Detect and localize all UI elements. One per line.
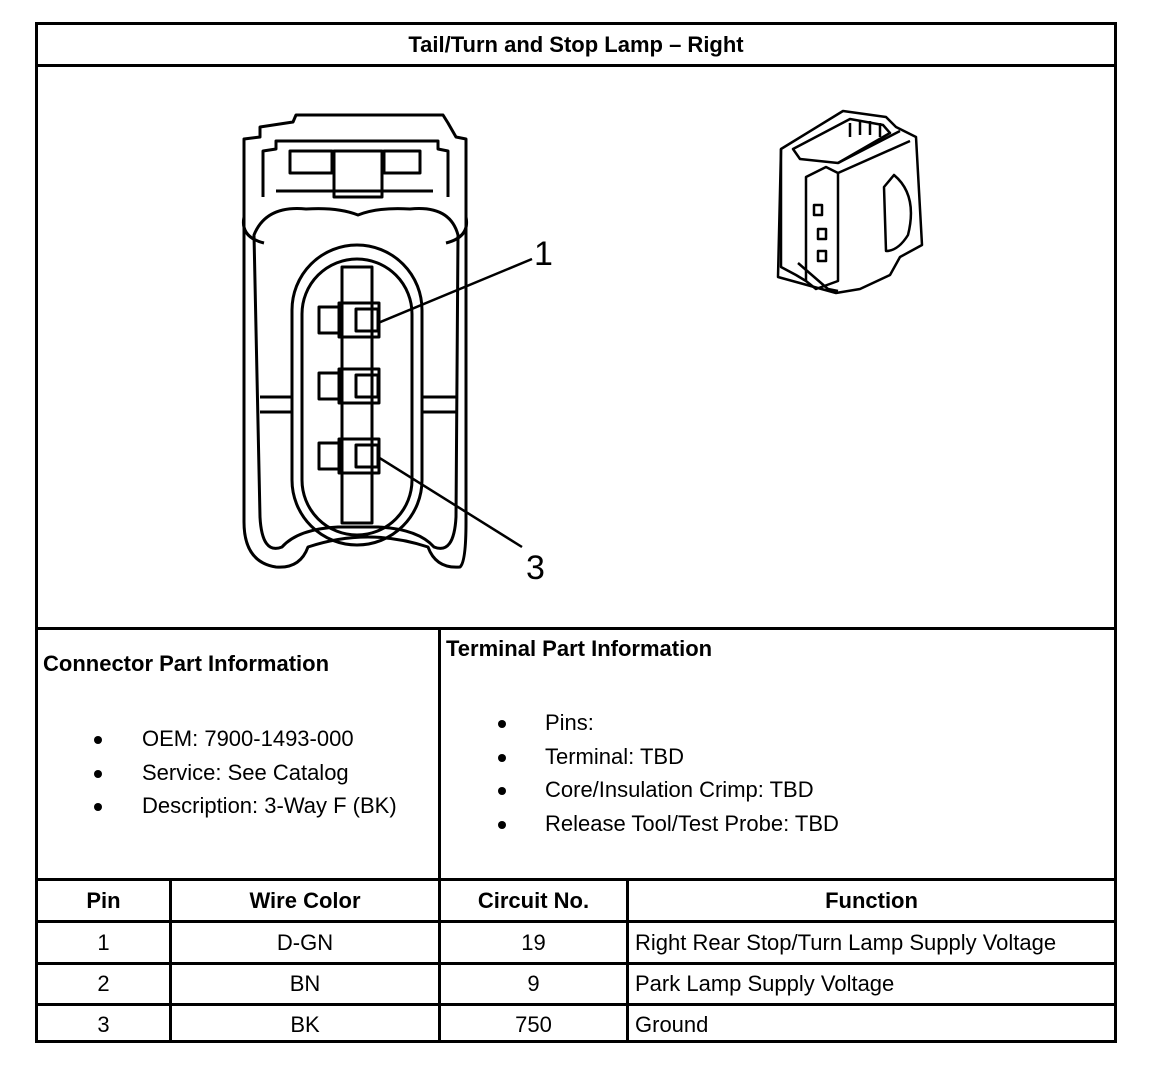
- cell-wire-color: D-GN: [276, 929, 334, 955]
- cell-function: Ground: [635, 1011, 709, 1037]
- cell-circuit-no: 9: [527, 971, 540, 996]
- cell-circuit-no: 750: [515, 1011, 552, 1037]
- page-title: Tail/Turn and Stop Lamp – Right: [408, 31, 744, 57]
- divider: [38, 1003, 1114, 1006]
- callout-pin-3: 3: [526, 549, 545, 587]
- cell-function: Right Rear Stop/Turn Lamp Supply Voltage: [635, 929, 1057, 955]
- cell-pin: 1: [97, 929, 110, 955]
- cell-wire-color: BK: [290, 1011, 320, 1037]
- cell-pin: 2: [97, 971, 110, 996]
- cell-pin: 3: [97, 1011, 110, 1037]
- divider: [38, 920, 1114, 923]
- divider: [169, 878, 172, 1043]
- connector-end-view-sheet: Tail/Turn and Stop Lamp – Right: [35, 22, 1117, 1043]
- callout-pin-1: 1: [534, 235, 553, 273]
- connector-info-heading: Connector Part Information: [43, 651, 330, 676]
- header-circuit-no: Circuit No.: [477, 887, 590, 913]
- divider: [38, 962, 1114, 965]
- divider: [38, 878, 1114, 881]
- connector-isometric-view: [776, 109, 924, 295]
- cell-circuit-no: 19: [521, 929, 546, 955]
- connector-face-view: [241, 113, 533, 569]
- cell-function: Park Lamp Supply Voltage: [635, 971, 895, 996]
- header-function: Function: [825, 887, 918, 913]
- divider: [38, 64, 1114, 67]
- header-wire-color: Wire Color: [249, 887, 361, 913]
- connector-diagram: 1 3: [241, 109, 924, 587]
- divider: [626, 878, 629, 1043]
- terminal-info-heading: Terminal Part Information: [446, 636, 713, 661]
- header-pin: Pin: [86, 887, 121, 913]
- divider: [38, 627, 1114, 630]
- cell-wire-color: BN: [289, 971, 321, 996]
- divider: [438, 627, 441, 1043]
